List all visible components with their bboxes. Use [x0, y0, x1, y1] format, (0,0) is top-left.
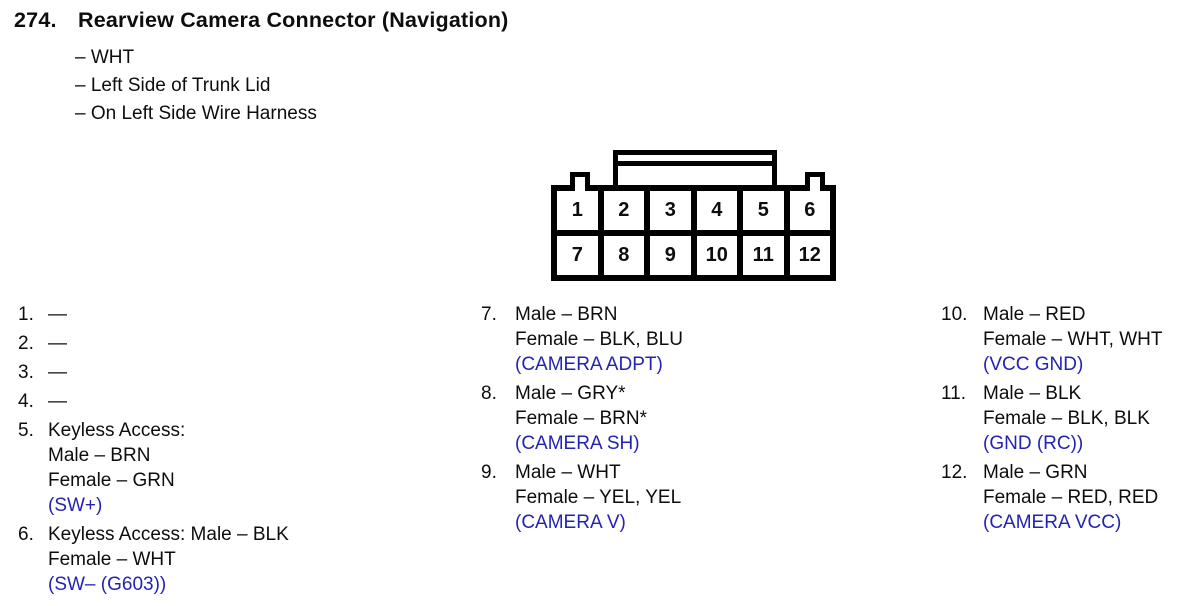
signal-name: (CAMERA VCC)	[983, 512, 1122, 533]
connector-pin-2: 2	[603, 191, 644, 230]
wire-color-line: Female – BLK, BLU	[515, 329, 683, 350]
section-number: 274.	[14, 8, 57, 32]
signal-name: (CAMERA ADPT)	[515, 354, 663, 375]
pin-column-left: 1. — 2. — 3. — 4. — 5. Keyless Access: Male – BRN F…	[18, 302, 289, 601]
pin-entry-9: 9. Male – WHT Female – YEL, YEL (CAMERA V)	[481, 460, 683, 535]
pin-description: —	[48, 331, 67, 356]
connector-pin-5: 5	[743, 191, 784, 230]
connector-key-right	[805, 172, 825, 185]
connector-key-slot-left	[575, 185, 585, 193]
connector-pin-10: 10	[696, 236, 737, 275]
wire-color-line: —	[48, 391, 67, 412]
connector-latch-tab	[613, 150, 777, 191]
wire-color-line: Male – GRN	[983, 462, 1088, 483]
connector-pin-8: 8	[603, 236, 644, 275]
connector-pin-3: 3	[650, 191, 691, 230]
pin-description: —	[48, 302, 67, 327]
wire-color-line: Male – BRN	[515, 304, 618, 325]
wire-color-line: Male – GRY*	[515, 383, 626, 404]
pin-description: —	[48, 389, 67, 414]
pin-description: Male – BRN Female – BLK, BLU (CAMERA ADPT)	[515, 302, 683, 377]
connector-harness-line: – On Left Side Wire Harness	[75, 103, 317, 124]
pin-number: 11.	[941, 383, 967, 404]
connector-pin-1: 1	[557, 191, 598, 230]
pin-description: —	[48, 360, 67, 385]
connector-key-left	[570, 172, 590, 185]
pin-entry-12: 12. Male – GRN Female – RED, RED (CAMERA VC…	[941, 460, 1162, 535]
connector-pin-4: 4	[696, 191, 737, 230]
connector-location-line: – Left Side of Trunk Lid	[75, 75, 271, 96]
pin-number: 1.	[18, 304, 34, 325]
wire-color-line: Female – BRN*	[515, 408, 647, 429]
connector-pin-6: 6	[789, 191, 830, 230]
wire-color-line: Male – BLK	[983, 383, 1082, 404]
wire-color-line: Male – WHT	[515, 462, 621, 483]
pin-entry-10: 10. Male – RED Female – WHT, WHT (VCC GND)	[941, 302, 1162, 377]
pin-entry-7: 7. Male – BRN Female – BLK, BLU (CAMERA ADP…	[481, 302, 683, 377]
connector-key-slot-right	[810, 185, 820, 193]
wire-color-line: Female – YEL, YEL	[515, 487, 682, 508]
pin-number: 9.	[481, 462, 497, 483]
connector-pin-7: 7	[557, 236, 598, 275]
pin-column-middle: 7. Male – BRN Female – BLK, BLU (CAMERA ADP…	[481, 302, 683, 539]
signal-name: (SW– (G603))	[48, 574, 167, 595]
connector-pin-11: 11	[743, 236, 784, 275]
pin-number: 5.	[18, 420, 34, 441]
pin-entry-5: 5. Keyless Access: Male – BRN Female – GRN (…	[18, 418, 289, 518]
wire-color-line: Male – RED	[983, 304, 1086, 325]
pin-description: Keyless Access: Male – BLK Female – WHT (S…	[48, 522, 289, 597]
connector-pin-9: 9	[650, 236, 691, 275]
pin-entry-4: 4. —	[18, 389, 289, 414]
wire-color-line: Keyless Access: Male – BLK	[48, 524, 289, 545]
pin-number: 3.	[18, 362, 34, 383]
pin-description: Male – BLK Female – BLK, BLK (GND (RC))	[983, 381, 1150, 456]
connector-pin-12: 12	[789, 236, 830, 275]
wire-color-line: Keyless Access:	[48, 420, 186, 441]
connector-attributes: – WHT – Left Side of Trunk Lid – On Left…	[75, 44, 317, 128]
pin-description: Male – GRN Female – RED, RED (CAMERA VCC)	[983, 460, 1158, 535]
pin-description: Keyless Access: Male – BRN Female – GRN (SW…	[48, 418, 185, 518]
pin-entry-1: 1. —	[18, 302, 289, 327]
pin-number: 12.	[941, 462, 968, 483]
pin-number: 2.	[18, 333, 34, 354]
page-title: 274. Rearview Camera Connector (Navigati…	[14, 8, 509, 33]
connector-color-line: – WHT	[75, 47, 135, 68]
pin-description: Male – WHT Female – YEL, YEL (CAMERA V)	[515, 460, 681, 535]
signal-name: (VCC GND)	[983, 354, 1084, 375]
pin-entry-2: 2. —	[18, 331, 289, 356]
pin-entry-3: 3. —	[18, 360, 289, 385]
section-title: Rearview Camera Connector (Navigation)	[78, 8, 509, 32]
pin-entry-11: 11. Male – BLK Female – BLK, BLK (GND (RC))	[941, 381, 1162, 456]
pin-description: Male – RED Female – WHT, WHT (VCC GND)	[983, 302, 1162, 377]
wire-color-line: —	[48, 333, 67, 354]
pin-entry-8: 8. Male – GRY* Female – BRN* (CAMERA SH)	[481, 381, 683, 456]
pin-number: 10.	[941, 304, 968, 325]
signal-name: (CAMERA V)	[515, 512, 626, 533]
wire-color-line: Female – WHT, WHT	[983, 329, 1163, 350]
latch-tab-line	[618, 161, 772, 166]
pin-number: 8.	[481, 383, 497, 404]
signal-name: (CAMERA SH)	[515, 433, 640, 454]
wire-color-line: Female – RED, RED	[983, 487, 1159, 508]
pin-description: Male – GRY* Female – BRN* (CAMERA SH)	[515, 381, 647, 456]
pin-number: 7.	[481, 304, 497, 325]
signal-name: (SW+)	[48, 495, 103, 516]
signal-name: (GND (RC))	[983, 433, 1084, 454]
wire-color-line: —	[48, 362, 67, 383]
pin-entry-6: 6. Keyless Access: Male – BLK Female – WHT…	[18, 522, 289, 597]
wire-color-line: Female – GRN	[48, 470, 175, 491]
wire-color-line: Female – BLK, BLK	[983, 408, 1150, 429]
wire-color-line: —	[48, 304, 67, 325]
pin-number: 4.	[18, 391, 34, 412]
pin-number: 6.	[18, 524, 34, 545]
wire-color-line: Male – BRN	[48, 445, 151, 466]
wire-color-line: Female – WHT	[48, 549, 176, 570]
